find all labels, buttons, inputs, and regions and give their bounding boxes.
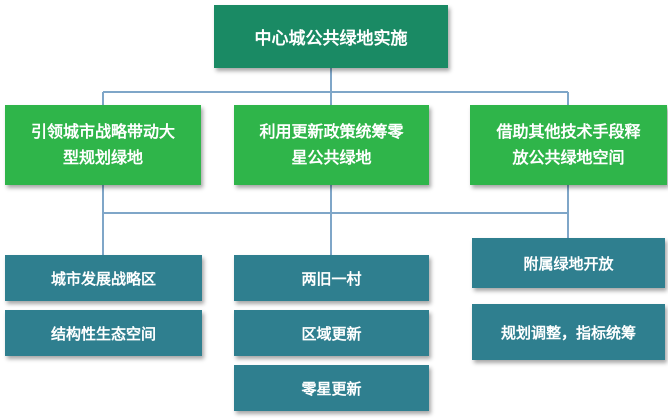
leaf-label: 结构性生态空间 xyxy=(50,324,156,343)
leaf-label: 两旧一村 xyxy=(301,269,362,288)
leaf-node-col1-1: 城市发展战略区 xyxy=(5,255,202,301)
branch-1-label-line1: 引领城市战略带动大 xyxy=(30,122,175,141)
leaf-node-col3-2: 规划调整，指标统筹 xyxy=(472,304,665,360)
leaf-label: 区域更新 xyxy=(301,324,362,343)
leaf-node-col2-1: 两旧一村 xyxy=(234,255,429,301)
leaf-label: 规划调整，指标统筹 xyxy=(500,323,636,342)
branch-3-label-line1: 借助其他技术手段释 xyxy=(496,122,641,141)
leaf-label: 零星更新 xyxy=(301,379,362,398)
branch-1-label-line2: 型规划绿地 xyxy=(62,148,143,167)
leaf-node-col3-1: 附属绿地开放 xyxy=(472,238,665,288)
leaf-node-col2-2: 区域更新 xyxy=(234,310,429,356)
root-label: 中心城公共绿地实施 xyxy=(254,29,408,49)
branch-2-label-line1: 利用更新政策统筹零 xyxy=(259,122,404,141)
branch-node-2: 利用更新政策统筹零 星公共绿地 xyxy=(234,105,429,185)
branch-3-label-line2: 放公共绿地空间 xyxy=(512,148,625,167)
root-node: 中心城公共绿地实施 xyxy=(214,5,448,68)
leaf-label: 城市发展战略区 xyxy=(50,269,156,288)
branch-node-1: 引领城市战略带动大 型规划绿地 xyxy=(5,105,201,185)
leaf-node-col1-2: 结构性生态空间 xyxy=(5,310,202,356)
branch-2-label-line2: 星公共绿地 xyxy=(291,148,372,167)
branch-node-3: 借助其他技术手段释 放公共绿地空间 xyxy=(470,105,667,185)
leaf-node-col2-3: 零星更新 xyxy=(234,365,429,411)
leaf-label: 附属绿地开放 xyxy=(523,254,614,273)
